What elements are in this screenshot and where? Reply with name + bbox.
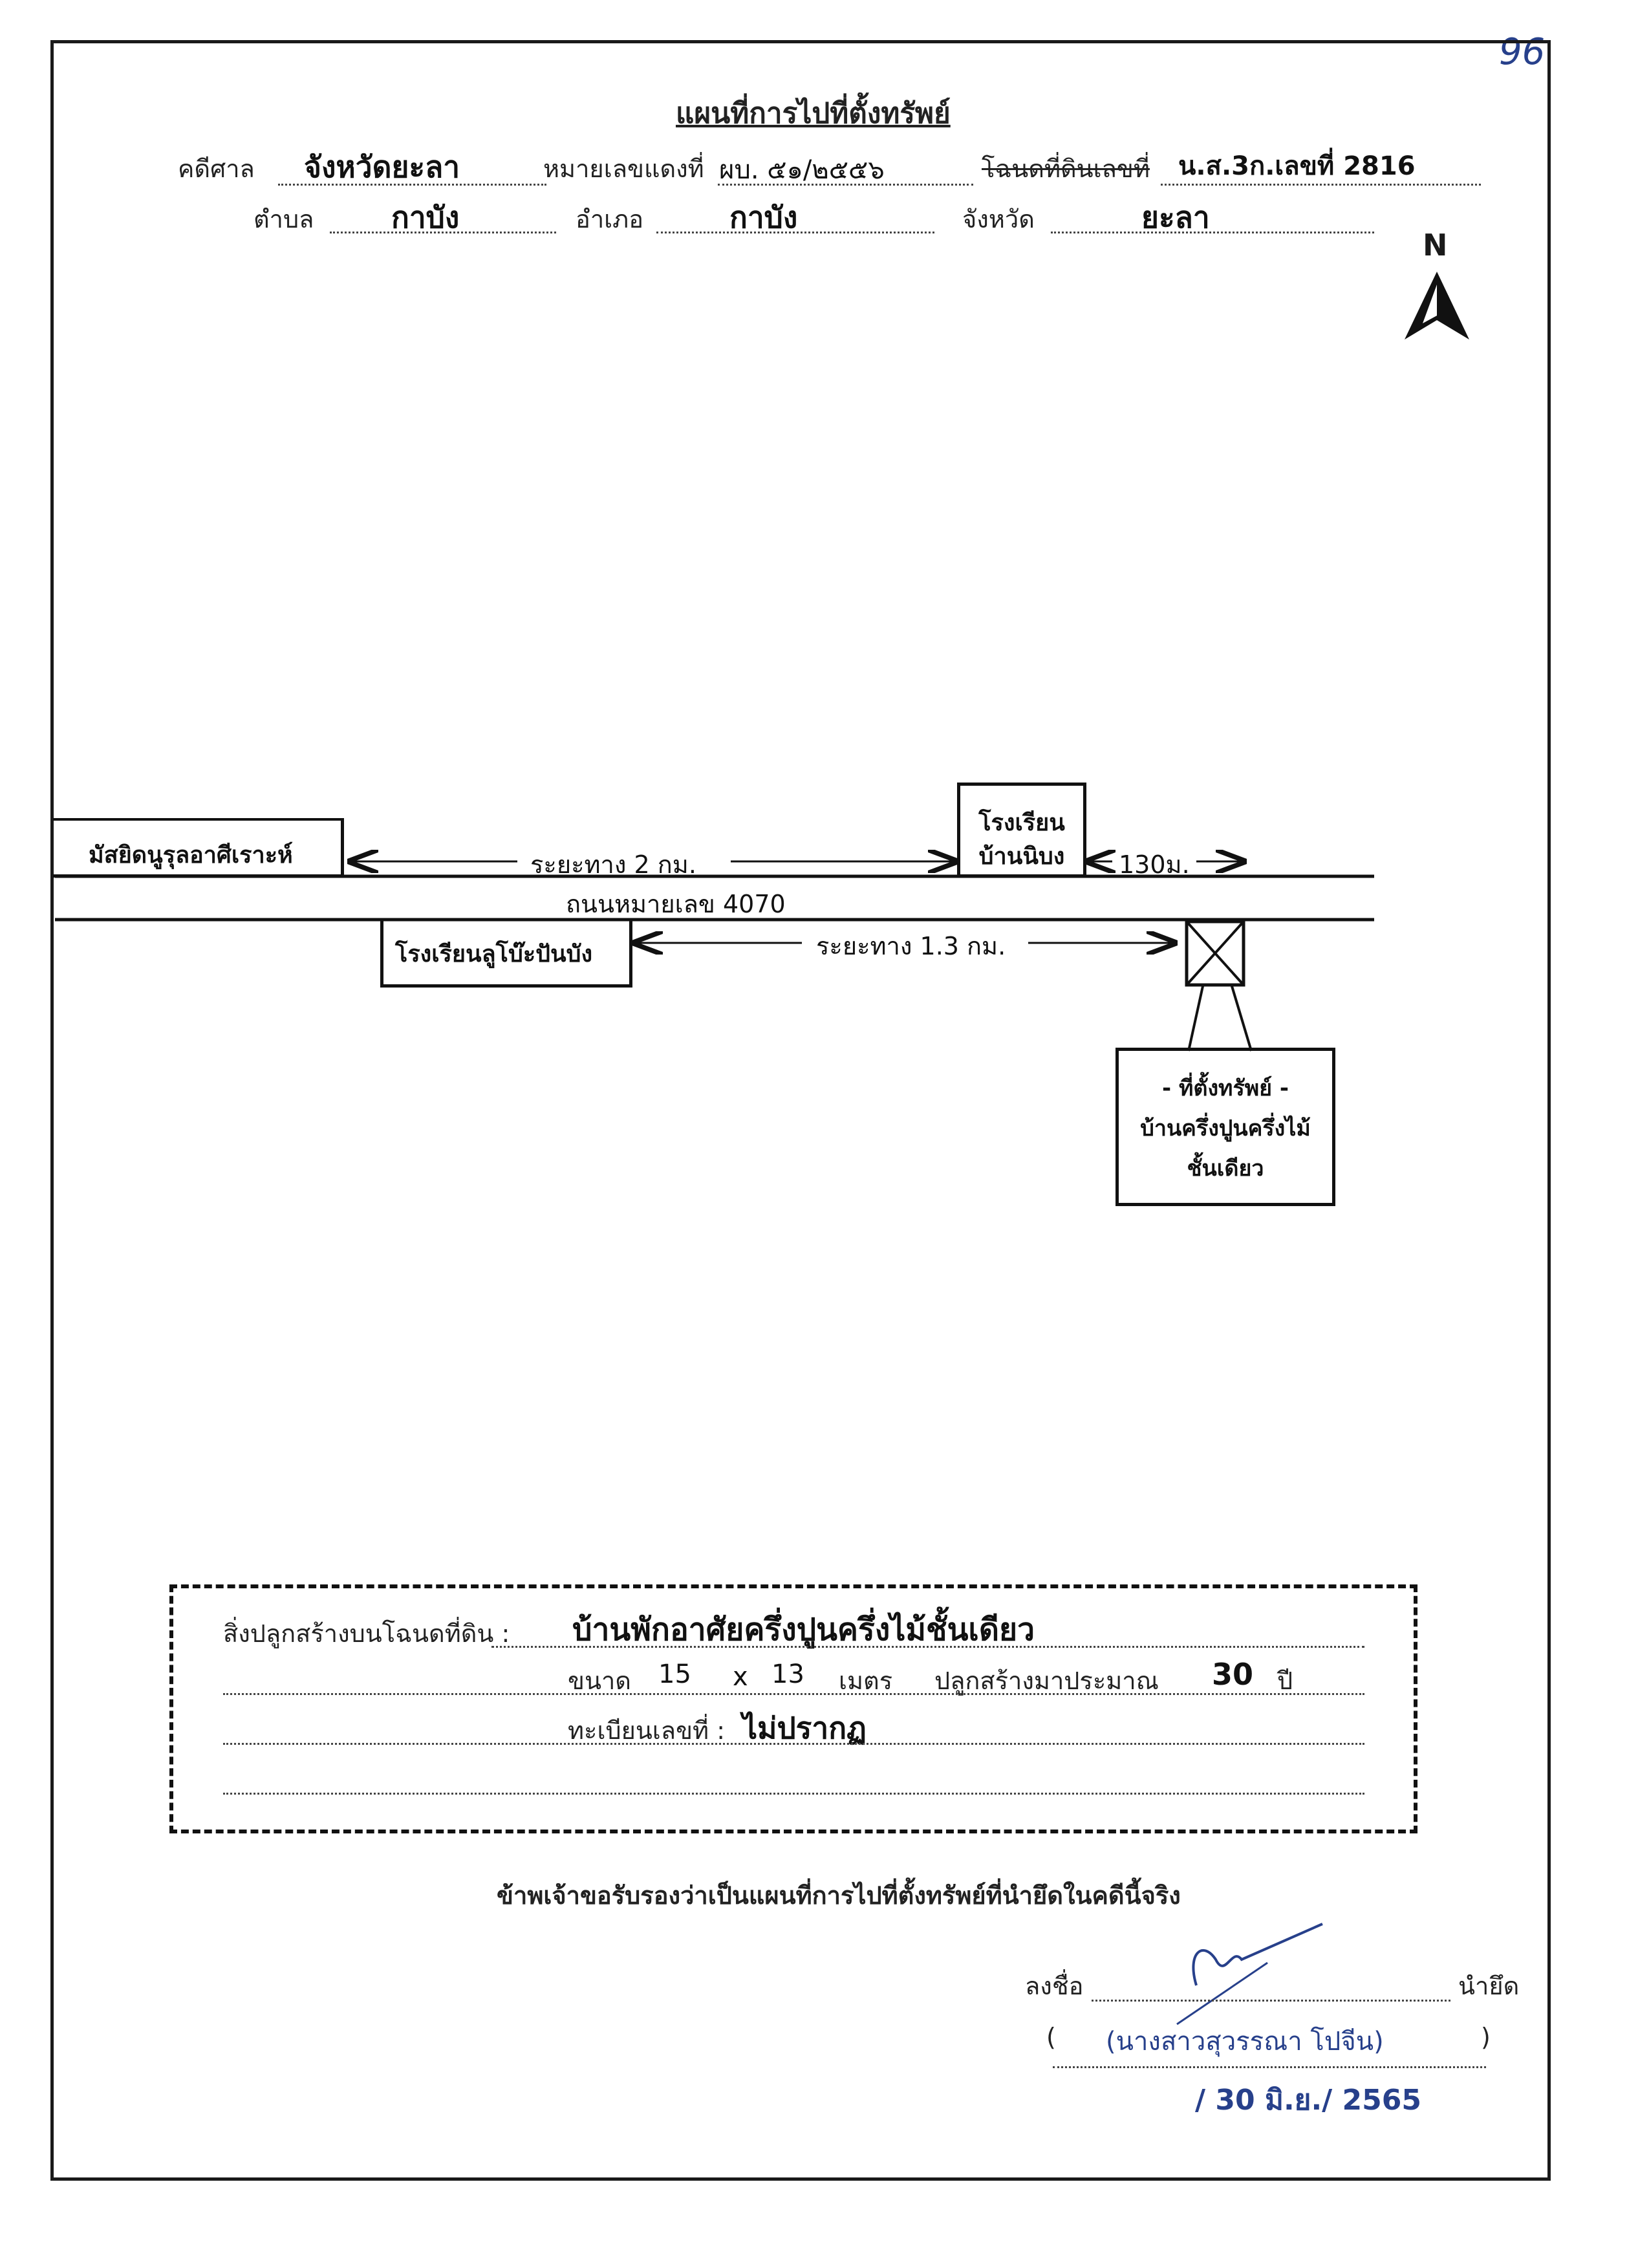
- province-label: จังหวัด: [962, 205, 1035, 233]
- close-paren: ): [1481, 2023, 1491, 2051]
- size-height: 13: [771, 1659, 804, 1689]
- district-label: อำเภอ: [576, 205, 644, 233]
- court-value: จังหวัดยะลา: [304, 149, 460, 184]
- deed-value-line: [1161, 184, 1481, 186]
- district-value-line: [656, 232, 934, 233]
- property-line2: บ้านครึ่งปูนครึ่งไม้: [1140, 1116, 1311, 1141]
- court-label: คดีศาล: [178, 155, 255, 183]
- mosque-label: มัสยิดนูรุลอาศีเราะห์: [89, 842, 293, 869]
- buildings-value: บ้านพักอาศัยครึ่งปูนครึ่งไม้ชั้นเดียว: [572, 1612, 1035, 1648]
- age-label: ปลูกสร้างมาประมาณ: [934, 1667, 1159, 1695]
- registration-line: [223, 1743, 1364, 1745]
- unit-label: เมตร: [839, 1667, 893, 1695]
- red-case-value: ผบ. ๕๑/๒๕๕๖: [719, 155, 885, 185]
- property-line3: ชั้นเดียว: [1187, 1156, 1264, 1182]
- size-x: x: [733, 1662, 748, 1692]
- school-top-line1: โรงเรียน: [978, 810, 1065, 836]
- school-top-line2: บ้านนิบง: [978, 843, 1065, 870]
- certify-text: ข้าพเจ้าขอรับรองว่าเป็นแผนที่การไปที่ตั้…: [497, 1881, 1181, 1910]
- red-case-value-line: [718, 184, 973, 186]
- details-box: [169, 1584, 1417, 1833]
- name-line: [1053, 2066, 1486, 2068]
- registration-label: ทะเบียนเลขที่ :: [568, 1716, 725, 1745]
- distance-to-school: ระยะทาง 2 กม.: [530, 850, 696, 879]
- year-label: ปี: [1277, 1667, 1293, 1695]
- subdistrict-value-line: [330, 232, 556, 233]
- north-label: N: [1423, 228, 1448, 263]
- size-line: [223, 1693, 1364, 1695]
- buildings-line: [491, 1646, 1364, 1648]
- school-bottom-box: โรงเรียนลูโบ๊ะปันบัง: [380, 920, 632, 988]
- age-value: 30: [1212, 1657, 1254, 1692]
- buildings-label: สิ่งปลูกสร้างบนโฉนดที่ดิน :: [223, 1619, 510, 1648]
- mosque-box: มัสยิดนูรุลอาศีเราะห์: [53, 818, 344, 878]
- page-title: แผนที่การไปที่ตั้งทรัพย์: [676, 97, 951, 130]
- signature-line: [1092, 2000, 1450, 2002]
- subdistrict-label: ตำบล: [253, 205, 314, 233]
- distance-to-property: ระยะทาง 1.3 กม.: [816, 932, 1006, 960]
- court-value-line: [278, 184, 546, 186]
- province-value-line: [1051, 232, 1374, 233]
- sign-date: / 30 มิ.ย./ 2565: [1195, 2084, 1422, 2117]
- size-width: 15: [658, 1659, 691, 1689]
- property-line1: - ที่ตั้งทรัพย์ -: [1162, 1075, 1289, 1101]
- deed-value: น.ส.3ก.เลขที่ 2816: [1178, 151, 1416, 181]
- distance-130m: 130ม.: [1119, 850, 1190, 879]
- red-case-label: หมายเลขแดงที่: [543, 155, 704, 183]
- road-label: ถนนหมายเลข 4070: [566, 890, 786, 918]
- school-bottom-label: โรงเรียนลูโบ๊ะปันบัง: [395, 941, 593, 967]
- property-callout-box: - ที่ตั้งทรัพย์ - บ้านครึ่งปูนครึ่งไม้ ช…: [1116, 1048, 1335, 1206]
- role-label: นำยึด: [1458, 1972, 1520, 2000]
- page-number: 96: [1499, 31, 1546, 73]
- school-top-box: โรงเรียน บ้านนิบง: [957, 783, 1086, 878]
- subdistrict-value: กาบัง: [391, 200, 460, 235]
- registration-value: ไม่ปรากฏ: [742, 1711, 867, 1745]
- open-paren: (: [1046, 2023, 1056, 2051]
- size-label: ขนาด: [568, 1667, 631, 1695]
- deed-label: โฉนดที่ดินเลขที่: [982, 155, 1150, 183]
- blank-line: [223, 1793, 1364, 1795]
- page-frame: [50, 40, 1551, 2181]
- province-value: ยะลา: [1141, 200, 1210, 235]
- sign-label: ลงชื่อ: [1025, 1972, 1084, 2000]
- signer-name: (นางสาวสุวรรณา โปจีน): [1106, 2027, 1384, 2057]
- district-value: กาบัง: [729, 200, 798, 235]
